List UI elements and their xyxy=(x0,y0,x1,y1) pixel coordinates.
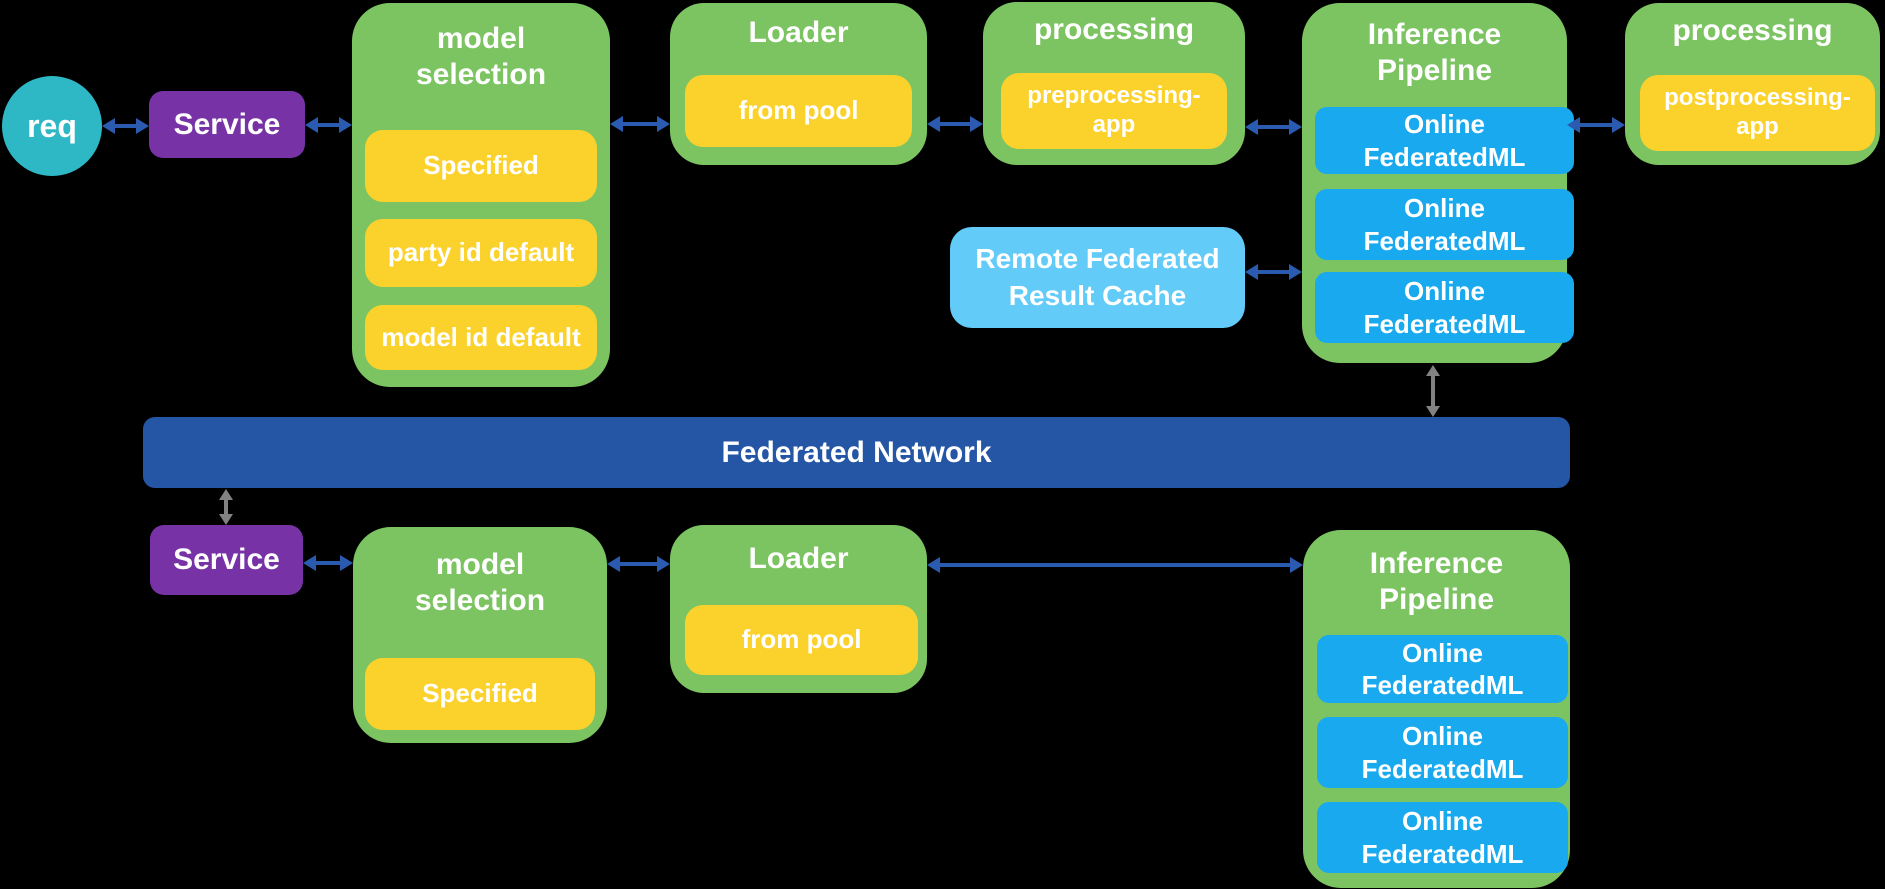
node-remote-federated-result-cache: Remote Federated Result Cache xyxy=(950,227,1245,328)
arrow-req-service xyxy=(102,118,149,134)
service-top-label: Service xyxy=(173,107,281,141)
inference-pipeline-bottom-item-1: Online FederatedML xyxy=(1317,635,1568,703)
node-inference-pipeline-top: Inference Pipeline Online FederatedML On… xyxy=(1302,3,1574,363)
preprocessing-title: processing xyxy=(983,12,1245,48)
loader-bottom-title: Loader xyxy=(670,541,927,577)
inference-pipeline-top-title-text: Inference Pipeline xyxy=(1367,18,1502,87)
arrow-service-model-selection-top xyxy=(305,117,352,133)
model-selection-bottom-title: model selection xyxy=(353,547,607,619)
preprocessing-item-app: preprocessing-app xyxy=(1001,73,1227,149)
arrow-loader-inference-pipeline-bottom xyxy=(927,557,1303,573)
model-selection-top-item-model-id-default: model id default xyxy=(365,305,597,370)
inference-pipeline-top-title: Inference Pipeline xyxy=(1302,17,1567,89)
node-postprocessing: processing postprocessing-app xyxy=(1625,3,1880,165)
inference-pipeline-bottom-item-1-label: Online FederatedML xyxy=(1361,637,1524,701)
postprocessing-title-text: processing xyxy=(1672,14,1833,47)
model-selection-top-item-party-id-default: party id default xyxy=(365,219,597,287)
arrow-loader-preprocessing xyxy=(927,116,983,132)
arrow-inference-pipeline-network xyxy=(1426,365,1440,417)
model-selection-top-item-model-id-default-label: model id default xyxy=(381,321,581,352)
postprocessing-title: processing xyxy=(1625,13,1880,49)
federated-network-label: Federated Network xyxy=(721,435,992,469)
arrow-model-selection-loader-bottom xyxy=(607,556,670,572)
loader-bottom-item-from-pool: from pool xyxy=(685,605,918,675)
arrow-inference-pipeline-postprocessing xyxy=(1567,117,1625,133)
node-request: req xyxy=(2,76,102,176)
arrow-service-model-selection-bottom xyxy=(303,555,353,571)
inference-pipeline-bottom-title: Inference Pipeline xyxy=(1303,546,1570,618)
node-inference-pipeline-bottom: Inference Pipeline Online FederatedML On… xyxy=(1303,530,1570,888)
loader-top-item-from-pool: from pool xyxy=(685,75,912,147)
loader-top-item-from-pool-label: from pool xyxy=(738,95,859,126)
inference-pipeline-top-item-2: Online FederatedML xyxy=(1315,189,1574,260)
preprocessing-item-app-label: preprocessing-app xyxy=(1027,82,1201,138)
model-selection-top-title: model selection xyxy=(352,21,610,93)
loader-bottom-title-text: Loader xyxy=(748,542,849,575)
model-selection-bottom-item-specified: Specified xyxy=(365,658,595,730)
inference-pipeline-top-item-3-label: Online FederatedML xyxy=(1363,276,1526,339)
node-preprocessing: processing preprocessing-app xyxy=(983,2,1245,165)
arrow-model-selection-loader-top xyxy=(610,116,670,132)
request-label: req xyxy=(27,107,77,144)
node-model-selection-top: model selection Specified party id defau… xyxy=(352,3,610,387)
model-selection-bottom-title-text: model selection xyxy=(414,548,546,617)
arrow-preprocessing-inference-pipeline xyxy=(1245,119,1302,135)
model-selection-top-item-specified-label: Specified xyxy=(423,150,539,181)
node-service-top: Service xyxy=(149,91,305,158)
node-model-selection-bottom: model selection Specified xyxy=(353,527,607,743)
node-loader-top: Loader from pool xyxy=(670,3,927,165)
inference-pipeline-bottom-item-2-label: Online FederatedML xyxy=(1361,721,1524,784)
inference-pipeline-top-item-1: Online FederatedML xyxy=(1315,107,1574,174)
preprocessing-title-text: processing xyxy=(1033,13,1195,46)
node-federated-network: Federated Network xyxy=(143,417,1570,488)
remote-federated-result-cache-label: Remote Federated Result Cache xyxy=(975,243,1220,311)
arrow-result-cache-inference-pipeline xyxy=(1245,264,1302,280)
inference-pipeline-bottom-title-text: Inference Pipeline xyxy=(1369,547,1504,616)
loader-bottom-item-from-pool-label: from pool xyxy=(741,624,862,655)
service-bottom-label: Service xyxy=(173,543,280,576)
node-service-bottom: Service xyxy=(150,525,303,595)
model-selection-bottom-item-specified-label: Specified xyxy=(422,678,538,709)
inference-pipeline-top-item-2-label: Online FederatedML xyxy=(1363,193,1526,256)
inference-pipeline-bottom-item-3: Online FederatedML xyxy=(1317,802,1568,873)
inference-pipeline-bottom-item-3-label: Online FederatedML xyxy=(1361,806,1524,869)
inference-pipeline-top-item-1-label: Online FederatedML xyxy=(1363,109,1526,172)
arrow-network-service-bottom xyxy=(219,489,233,525)
postprocessing-item-app: postprocessing-app xyxy=(1640,75,1875,151)
loader-top-title-text: Loader xyxy=(748,16,849,49)
model-selection-top-item-specified: Specified xyxy=(365,130,597,202)
inference-pipeline-bottom-item-2: Online FederatedML xyxy=(1317,717,1568,788)
model-selection-top-title-text: model selection xyxy=(415,22,547,91)
postprocessing-item-app-label: postprocessing-app xyxy=(1664,84,1851,140)
loader-top-title: Loader xyxy=(670,15,927,51)
model-selection-top-item-party-id-default-label: party id default xyxy=(387,237,575,268)
inference-pipeline-top-item-3: Online FederatedML xyxy=(1315,272,1574,343)
node-loader-bottom: Loader from pool xyxy=(670,525,927,693)
